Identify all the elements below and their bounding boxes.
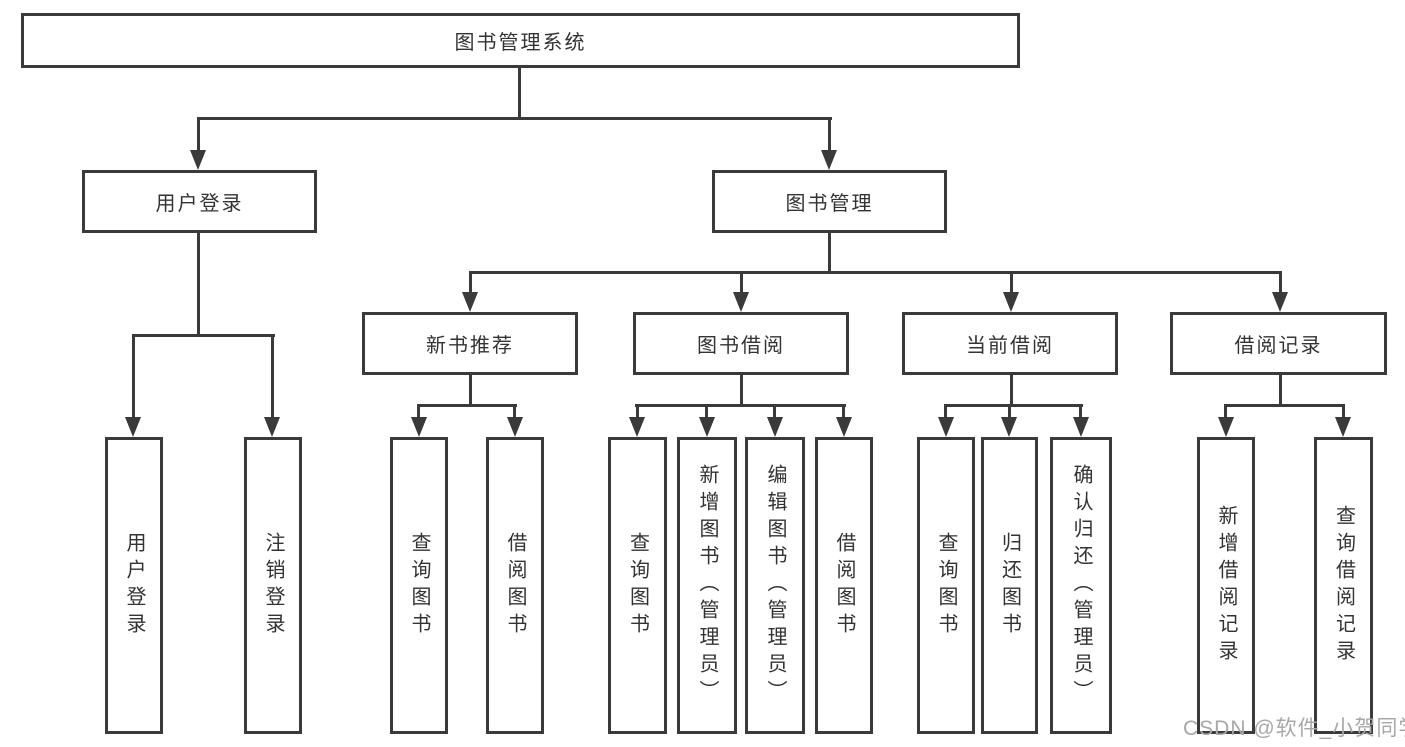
node-leaf-add-book-admin: 新增图书（管理员） xyxy=(677,437,737,734)
arrow-down-icon xyxy=(1218,417,1234,437)
connector-to-leaf-logout xyxy=(271,334,274,417)
arrow-down-icon xyxy=(462,292,478,312)
node-leaf-newbooks-borrow: 借阅图书 xyxy=(486,437,544,734)
node-leaf-user-login: 用户登录 xyxy=(105,437,163,734)
node-book-borrow: 图书借阅 xyxy=(633,312,849,375)
arrow-down-icon xyxy=(190,150,206,170)
connector-to-book-borrow xyxy=(740,271,743,292)
node-leaf-query-borrow-record: 查询借阅记录 xyxy=(1314,437,1373,734)
arrow-down-icon xyxy=(699,417,715,437)
connector-to-borrow-records xyxy=(1279,271,1282,292)
node-leaf-logout: 注销登录 xyxy=(244,437,302,734)
arrow-down-icon xyxy=(836,417,852,437)
connector-to-leaf xyxy=(1224,404,1227,417)
connector-new-book-recommend-bus xyxy=(417,404,517,407)
arrow-down-icon xyxy=(264,417,280,437)
connector-to-leaf xyxy=(1342,404,1345,417)
connector-to-leaf xyxy=(944,404,947,417)
connector-to-current-borrow xyxy=(1010,271,1013,292)
node-leaf-borrow-query: 查询图书 xyxy=(608,437,667,734)
arrow-down-icon xyxy=(1272,292,1288,312)
node-root-label: 图书管理系统 xyxy=(454,32,587,54)
connector-to-user-login xyxy=(197,117,200,150)
arrow-down-icon xyxy=(1003,292,1019,312)
node-leaf-current-query: 查询图书 xyxy=(917,437,975,734)
node-borrow-records-label: 借阅记录 xyxy=(1234,335,1323,357)
node-leaf-return-book: 归还图书 xyxy=(981,437,1038,734)
arrow-down-icon xyxy=(938,417,954,437)
node-user-login: 用户登录 xyxy=(82,170,317,233)
node-book-management-label: 图书管理 xyxy=(785,193,874,215)
node-leaf-return-book-label: 归还图书 xyxy=(998,531,1021,640)
node-leaf-borrow-book: 借阅图书 xyxy=(815,437,873,734)
node-user-login-label: 用户登录 xyxy=(155,193,244,215)
node-root: 图书管理系统 xyxy=(21,13,1020,68)
connector-to-leaf xyxy=(1008,404,1011,417)
node-book-management: 图书管理 xyxy=(712,170,947,233)
connector-user-login-stem xyxy=(197,233,200,335)
connector-borrow-records-bus xyxy=(1224,404,1345,407)
node-leaf-query-borrow-record-label: 查询借阅记录 xyxy=(1332,504,1355,667)
arrow-down-icon xyxy=(1073,417,1089,437)
node-leaf-borrow-book-label: 借阅图书 xyxy=(833,531,855,640)
connector-to-leaf xyxy=(705,404,708,417)
connector-to-leaf xyxy=(417,404,420,417)
connector-borrow-records-stem xyxy=(1279,375,1282,406)
connector-root-stem xyxy=(518,68,521,118)
connector-to-leaf xyxy=(842,404,845,417)
connector-to-leaf xyxy=(1079,404,1082,417)
connector-book-management-bus xyxy=(469,271,1281,274)
connector-current-borrow-stem xyxy=(1010,375,1013,406)
node-leaf-user-login-label: 用户登录 xyxy=(123,531,145,640)
node-current-borrow: 当前借阅 xyxy=(902,312,1118,375)
node-leaf-edit-book-admin: 编辑图书（管理员） xyxy=(745,437,805,734)
node-leaf-borrow-query-label: 查询图书 xyxy=(626,531,649,640)
connector-root-bus xyxy=(197,117,832,120)
node-leaf-confirm-return-admin-label: 确认归还（管理员） xyxy=(1070,464,1092,707)
node-current-borrow-label: 当前借阅 xyxy=(966,335,1054,357)
node-new-book-recommend: 新书推荐 xyxy=(362,312,578,375)
node-leaf-confirm-return-admin: 确认归还（管理员） xyxy=(1050,437,1112,734)
arrow-down-icon xyxy=(125,417,141,437)
connector-to-leaf xyxy=(513,404,516,417)
arrow-down-icon xyxy=(821,150,837,170)
connector-user-login-bus xyxy=(132,334,275,337)
node-leaf-add-book-admin-label: 新增图书（管理员） xyxy=(696,464,718,707)
connector-to-leaf-user-login xyxy=(132,334,135,417)
node-leaf-add-borrow-record-label: 新增借阅记录 xyxy=(1215,504,1237,667)
connector-current-borrow-bus xyxy=(944,404,1083,407)
node-leaf-current-query-label: 查询图书 xyxy=(935,531,957,640)
arrow-down-icon xyxy=(733,292,749,312)
connector-to-new-book-recommend xyxy=(469,271,472,292)
node-leaf-newbooks-query: 查询图书 xyxy=(390,437,448,734)
connector-book-management-stem xyxy=(828,233,831,272)
arrow-down-icon xyxy=(1001,417,1017,437)
node-book-borrow-label: 图书借阅 xyxy=(697,335,785,357)
node-leaf-edit-book-admin-label: 编辑图书（管理员） xyxy=(764,464,786,707)
node-borrow-records: 借阅记录 xyxy=(1170,312,1387,375)
connector-book-borrow-bus xyxy=(635,404,846,407)
arrow-down-icon xyxy=(767,417,783,437)
arrow-down-icon xyxy=(1335,417,1351,437)
arrow-down-icon xyxy=(411,417,427,437)
node-leaf-logout-label: 注销登录 xyxy=(262,531,284,640)
connector-to-leaf xyxy=(636,404,639,417)
node-leaf-newbooks-query-label: 查询图书 xyxy=(408,531,430,640)
arrow-down-icon xyxy=(507,417,523,437)
connector-to-leaf xyxy=(773,404,776,417)
arrow-down-icon xyxy=(629,417,645,437)
connector-to-book-management xyxy=(828,117,831,150)
csdn-watermark: CSDN @软件_小贺同学 xyxy=(1183,717,1405,740)
connector-book-borrow-stem xyxy=(740,375,743,406)
node-leaf-newbooks-borrow-label: 借阅图书 xyxy=(504,531,526,640)
node-new-book-recommend-label: 新书推荐 xyxy=(426,335,514,357)
connector-new-book-recommend-stem xyxy=(469,375,472,406)
node-leaf-add-borrow-record: 新增借阅记录 xyxy=(1197,437,1255,734)
